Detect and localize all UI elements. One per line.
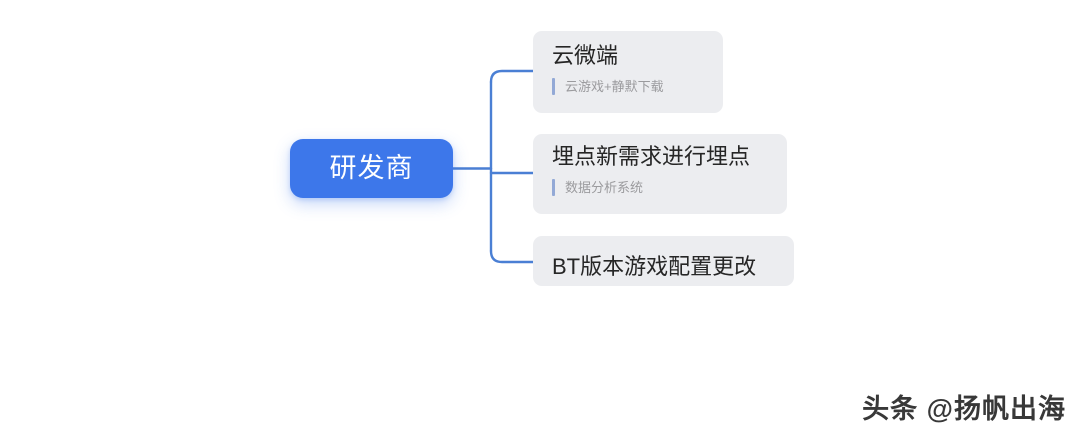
root-node[interactable]: 研发商	[290, 139, 453, 198]
mindmap-node-card[interactable]: 埋点新需求进行埋点 数据分析系统	[533, 134, 787, 214]
card-subtitle-row: 数据分析系统	[552, 178, 787, 196]
card-title: 云微端	[552, 43, 619, 68]
connector-branch-1	[489, 69, 535, 84]
watermark: 头条 @扬帆出海	[862, 394, 1066, 424]
card-title: 埋点新需求进行埋点	[552, 144, 751, 169]
root-node-label: 研发商	[329, 153, 414, 183]
connector-branch-3	[489, 249, 535, 264]
card-subtitle-row: 云游戏+静默下载	[552, 77, 723, 95]
card-title: BT版本游戏配置更改	[552, 253, 757, 279]
subtitle-accent-bar	[552, 77, 555, 95]
card-subtitle: 云游戏+静默下载	[565, 78, 664, 94]
card-subtitle: 数据分析系统	[565, 179, 644, 195]
subtitle-accent-bar	[552, 178, 555, 196]
mindmap-node-card[interactable]: 云微端 云游戏+静默下载	[533, 31, 723, 113]
mindmap-node-card[interactable]: BT版本游戏配置更改	[533, 236, 794, 286]
